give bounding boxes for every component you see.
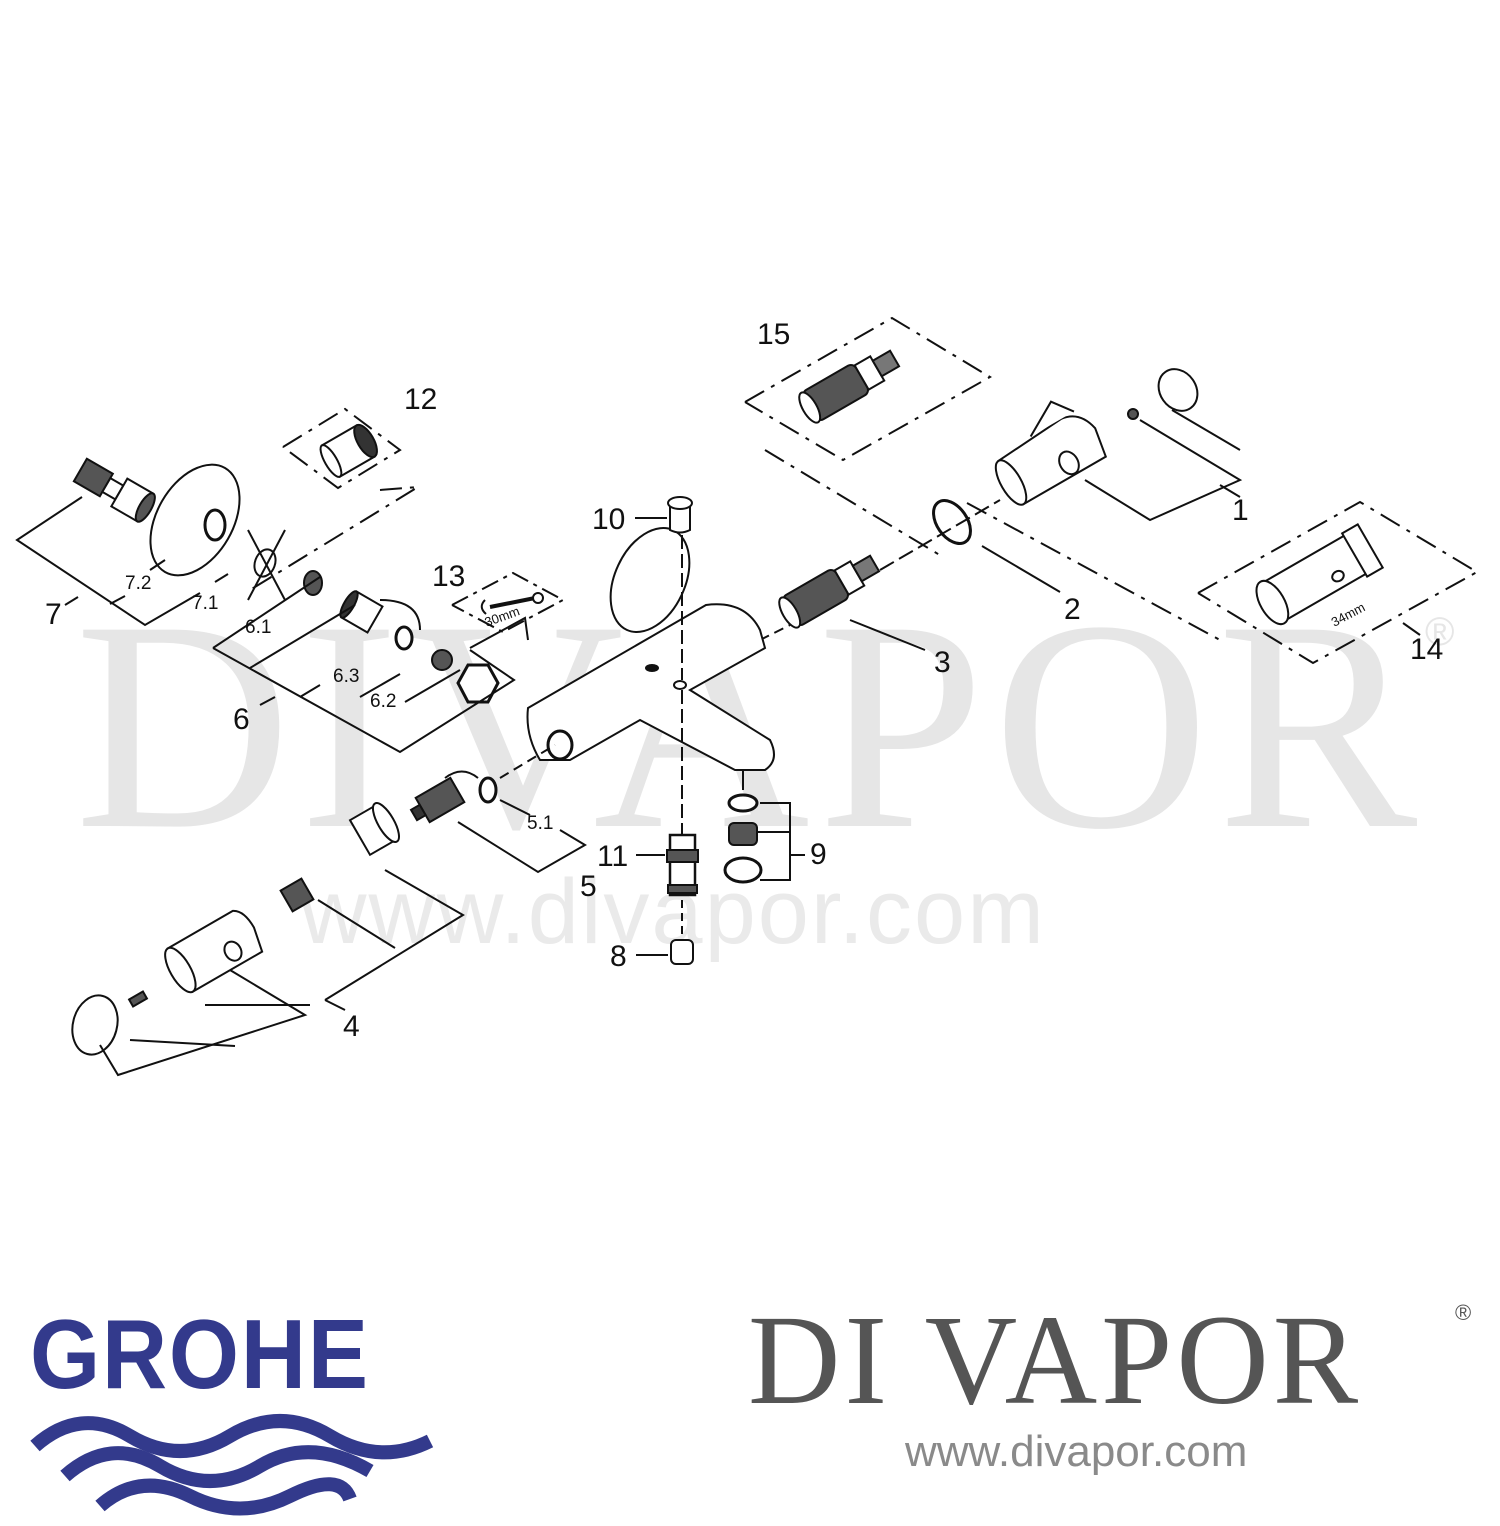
- part-10-group: [635, 496, 693, 680]
- label-part-6-2: 6.2: [370, 691, 397, 712]
- screw-icon: [127, 990, 149, 1008]
- divapor-logo: DI VAPOR: [748, 1289, 1363, 1431]
- diverter-cartridge-icon: [409, 776, 466, 824]
- cartridge-icon: [778, 554, 881, 629]
- label-part-5: 5: [580, 870, 597, 903]
- divapor-url: www.divapor.com: [905, 1427, 1248, 1476]
- thermostat-cartridge-icon: [798, 349, 901, 424]
- label-part-10: 10: [592, 503, 626, 536]
- service-key-icon: [1255, 522, 1385, 626]
- part-5-group: [409, 744, 587, 874]
- part-7-group: [15, 457, 286, 627]
- label-part-7: 7: [45, 598, 62, 631]
- label-part-3: 3: [934, 646, 951, 679]
- diverter-handle-icon: [164, 909, 264, 994]
- aerator-housing-icon: [723, 856, 763, 884]
- part-14-group: [1197, 500, 1480, 665]
- check-valve-icon: [431, 649, 453, 671]
- label-part-6: 6: [233, 703, 250, 736]
- part-13-group: [451, 571, 566, 634]
- divapor-registered-mark: ®: [1455, 1300, 1472, 1325]
- label-part-2: 2: [1064, 593, 1081, 626]
- part-6-group: [212, 570, 529, 754]
- cap-icon: [71, 994, 119, 1056]
- label-part-9: 9: [810, 838, 827, 871]
- screw-icon: [1127, 408, 1139, 420]
- washer-icon: [727, 793, 759, 813]
- label-part-7-1: 7.1: [192, 593, 219, 614]
- diverter-body-icon: [348, 802, 400, 857]
- adapter-icon: [319, 423, 378, 478]
- label-part-4: 4: [343, 1010, 360, 1043]
- label-part-12: 12: [404, 383, 438, 416]
- watermark-registered: ®: [1425, 610, 1455, 654]
- mixer-body-icon: [526, 527, 775, 771]
- aerator-icon: [728, 822, 758, 846]
- label-part-11: 11: [597, 840, 629, 873]
- label-part-6-1: 6.1: [245, 617, 272, 638]
- spindle-icon: [279, 877, 315, 913]
- label-part-13: 13: [432, 560, 466, 593]
- o-ring-icon: [394, 625, 414, 651]
- grohe-logo: GROHE: [30, 1305, 440, 1526]
- o-ring-icon: [478, 776, 498, 804]
- part-4-group: [71, 802, 465, 1077]
- part-3-group: [759, 554, 926, 651]
- eccentric-connector-icon: [72, 457, 156, 523]
- part-1-group: [994, 368, 1243, 522]
- wrench-icon: [480, 592, 544, 615]
- label-part-7-2: 7.2: [125, 573, 152, 594]
- part-8-icon: [670, 939, 694, 965]
- part-11-group: [636, 690, 699, 965]
- grohe-waves-icon: [30, 1414, 434, 1516]
- clip-ring-icon: [1157, 368, 1199, 412]
- part-9-group: [723, 770, 805, 884]
- label-part-5-1: 5.1: [527, 813, 554, 834]
- label-part-6-3: 6.3: [333, 666, 360, 687]
- label-part-1: 1: [1232, 494, 1249, 527]
- label-part-8: 8: [610, 940, 627, 973]
- part-12-group: [249, 407, 419, 591]
- temperature-handle-icon: [994, 400, 1108, 506]
- label-part-14: 14: [1410, 633, 1444, 666]
- label-part-15: 15: [757, 318, 791, 351]
- grohe-wordmark: GROHE: [30, 1299, 370, 1409]
- filter-icon: [303, 570, 323, 596]
- part-2-group: [879, 499, 1221, 641]
- part-15-group: [744, 316, 992, 558]
- nut-icon: [456, 663, 500, 704]
